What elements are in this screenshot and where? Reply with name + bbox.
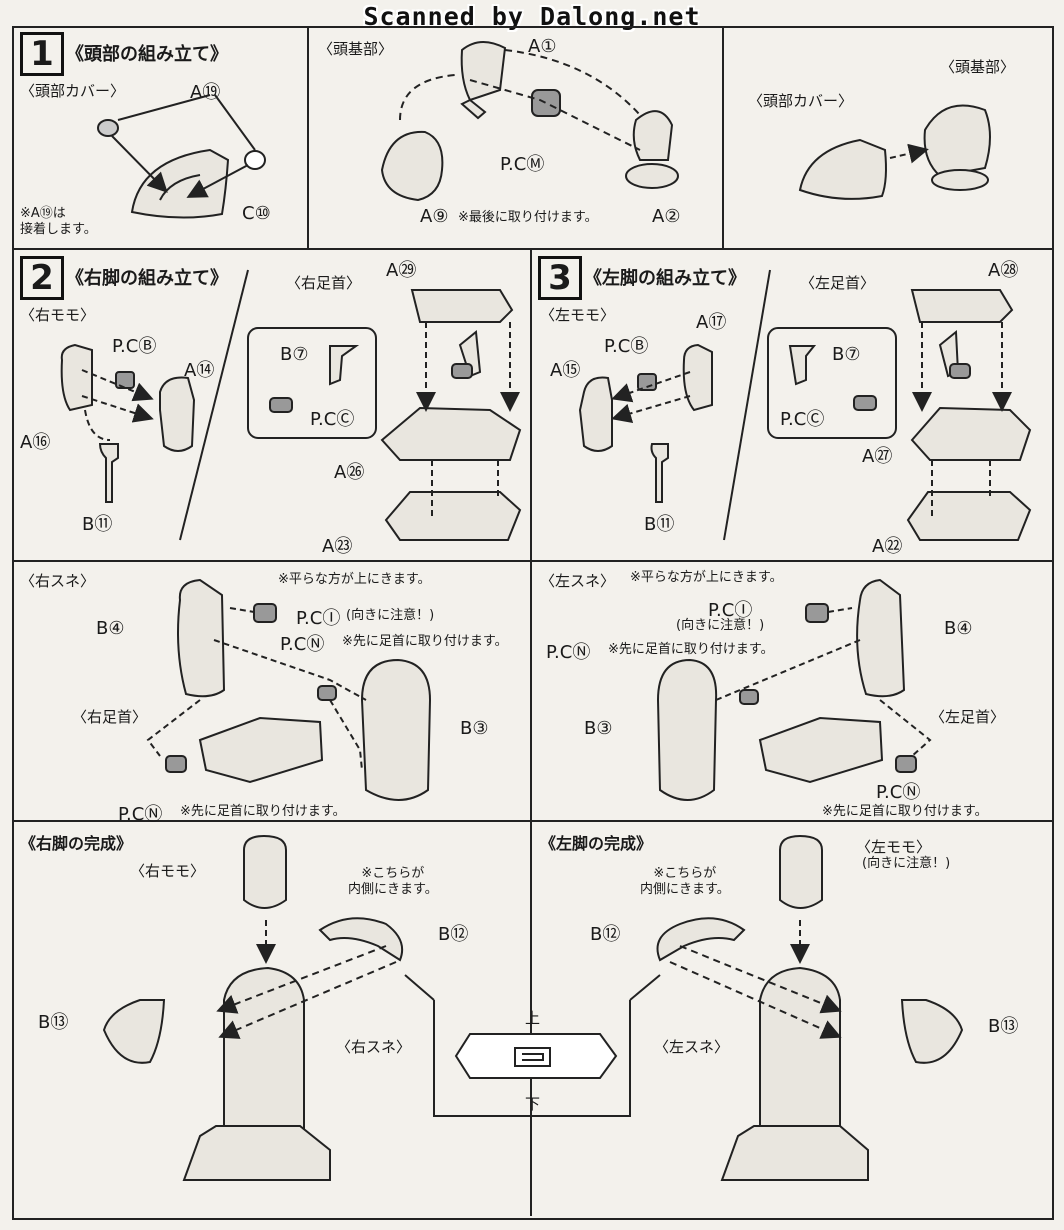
part-b11-right: B⑪ <box>82 514 113 535</box>
head-cover-drawing <box>97 94 266 219</box>
right-leg-complete-drawing <box>102 834 404 1181</box>
complete-section-divider <box>12 820 1052 822</box>
left-note-ankle-first-2: ※先に足首に取り付けます。 <box>822 804 988 819</box>
part-pcn-right-2: P.CⓃ <box>118 804 163 825</box>
detail-bottom-label: 下 <box>525 1095 541 1113</box>
left-shin-heading: 〈左スネ〉 <box>540 572 616 590</box>
right-note-direction: (向きに注意！) <box>346 608 435 623</box>
head-base-heading: 〈頭基部〉 <box>318 40 394 58</box>
left-thigh-drawing <box>578 343 713 503</box>
left-thigh-label: 〈左モモ〉 <box>856 838 932 856</box>
ankle-section-divider <box>12 560 1052 562</box>
right-thigh-label: 〈右モモ〉 <box>130 862 206 880</box>
part-pci-right: P.CⒾ <box>296 608 341 629</box>
step1-number: 1 <box>20 32 64 76</box>
part-a22: A㉒ <box>872 536 903 557</box>
part-b4-right: B④ <box>96 618 125 639</box>
part-b4-left: B④ <box>944 618 973 639</box>
right-shin-heading: 〈右スネ〉 <box>20 572 96 590</box>
left-ankle-heading: 〈左足首〉 <box>800 274 876 292</box>
head-base-label: 〈頭基部〉 <box>940 58 1016 76</box>
right-note-inside: ※こちらが 内側にきます。 <box>348 866 438 897</box>
part-b7-right: B⑦ <box>280 344 309 365</box>
right-thigh-drawing <box>60 343 196 503</box>
part-pcn-left-2: P.CⓃ <box>876 782 921 803</box>
part-a1: A① <box>528 36 557 57</box>
part-a29: A㉙ <box>386 260 417 281</box>
part-a17: A⑰ <box>696 312 727 333</box>
step1-title: 《頭部の組み立て》 <box>66 44 228 65</box>
right-note-flat: ※平らな方が上にきます。 <box>278 572 431 587</box>
right-thigh-heading: 〈右モモ〉 <box>20 306 96 324</box>
note-glue: ※A⑲は 接着します。 <box>20 206 97 237</box>
right-shin-drawing <box>146 578 432 801</box>
part-b13-left: B⑬ <box>988 1016 1019 1037</box>
part-a15: A⑮ <box>550 360 581 381</box>
left-ankle-drawing <box>767 289 1032 541</box>
part-a9: A⑨ <box>420 206 449 227</box>
part-b12-left: B⑫ <box>590 924 621 945</box>
step3-number: 3 <box>538 256 582 300</box>
part-b7-left: B⑦ <box>832 344 861 365</box>
page-frame <box>12 26 1054 1220</box>
part-a28: A㉘ <box>988 260 1019 281</box>
part-a14: A⑭ <box>184 360 215 381</box>
step2-title: 《右脚の組み立て》 <box>66 268 228 289</box>
right-note-ankle-first: ※先に足首に取り付けます。 <box>342 634 508 649</box>
step2-3-divider <box>530 248 532 1216</box>
part-b3-right: B③ <box>460 718 489 739</box>
left-note-direction: (向きに注意！) <box>676 618 765 633</box>
head-combined-drawing <box>798 104 991 200</box>
step1-divider-right <box>722 28 724 248</box>
detail-box <box>404 974 661 1117</box>
left-ankle-label: 〈左足首〉 <box>930 708 1006 726</box>
detail-top-label: 上 <box>525 1009 541 1027</box>
step1-bottom-divider <box>12 248 1052 250</box>
step3-title: 《左脚の組み立て》 <box>584 268 746 289</box>
right-shin-label: 〈右スネ〉 <box>336 1038 412 1056</box>
head-cover-heading: 〈頭部カバー〉 <box>20 82 126 100</box>
left-note-flat: ※平らな方が上にきます。 <box>630 570 783 585</box>
note-attach-last: ※最後に取り付けます。 <box>458 210 598 225</box>
step2-number: 2 <box>20 256 64 300</box>
head-cover-label: 〈頭部カバー〉 <box>748 92 854 110</box>
part-a16: A⑯ <box>20 432 51 453</box>
head-base-drawing <box>380 41 679 202</box>
part-pcc-right: P.CⒸ <box>310 409 355 430</box>
part-b3-left: B③ <box>584 718 613 739</box>
part-b12-right: B⑫ <box>438 924 469 945</box>
part-pcn-left-1: P.CⓃ <box>546 642 591 663</box>
step1-divider-left <box>307 28 309 248</box>
left-note-inside: ※こちらが 内側にきます。 <box>640 866 730 897</box>
part-pcm: P.CⓂ <box>500 154 545 175</box>
left-shin-drawing <box>656 578 932 801</box>
right-ankle-drawing <box>247 289 522 541</box>
left-leg-complete-heading: 《左脚の完成》 <box>540 834 653 853</box>
left-note-ankle-first: ※先に足首に取り付けます。 <box>608 642 774 657</box>
part-pcc-left: P.CⒸ <box>780 409 825 430</box>
left-thigh-heading: 〈左モモ〉 <box>540 306 616 324</box>
left-shin-label: 〈左スネ〉 <box>654 1038 730 1056</box>
part-a26: A㉖ <box>334 462 365 483</box>
right-leg-complete-heading: 《右脚の完成》 <box>20 834 133 853</box>
left-thigh-note: (向きに注意！) <box>862 856 951 871</box>
part-b11-left: B⑪ <box>644 514 675 535</box>
part-a27: A㉗ <box>862 446 893 467</box>
part-pcb-right: P.CⒷ <box>112 336 157 357</box>
part-c10: C⑩ <box>242 203 271 224</box>
right-ankle-heading: 〈右足首〉 <box>286 274 362 292</box>
right-ankle-label: 〈右足首〉 <box>72 708 148 726</box>
part-b13-right: B⑬ <box>38 1012 69 1033</box>
part-a2: A② <box>652 206 681 227</box>
right-note-ankle-first-2: ※先に足首に取り付けます。 <box>180 804 346 819</box>
left-leg-complete-drawing <box>656 834 964 1181</box>
part-pcn-right-1: P.CⓃ <box>280 634 325 655</box>
part-pcb-left: P.CⒷ <box>604 336 649 357</box>
part-a23: A㉓ <box>322 536 353 557</box>
part-pci-left: P.CⒾ <box>708 600 753 621</box>
